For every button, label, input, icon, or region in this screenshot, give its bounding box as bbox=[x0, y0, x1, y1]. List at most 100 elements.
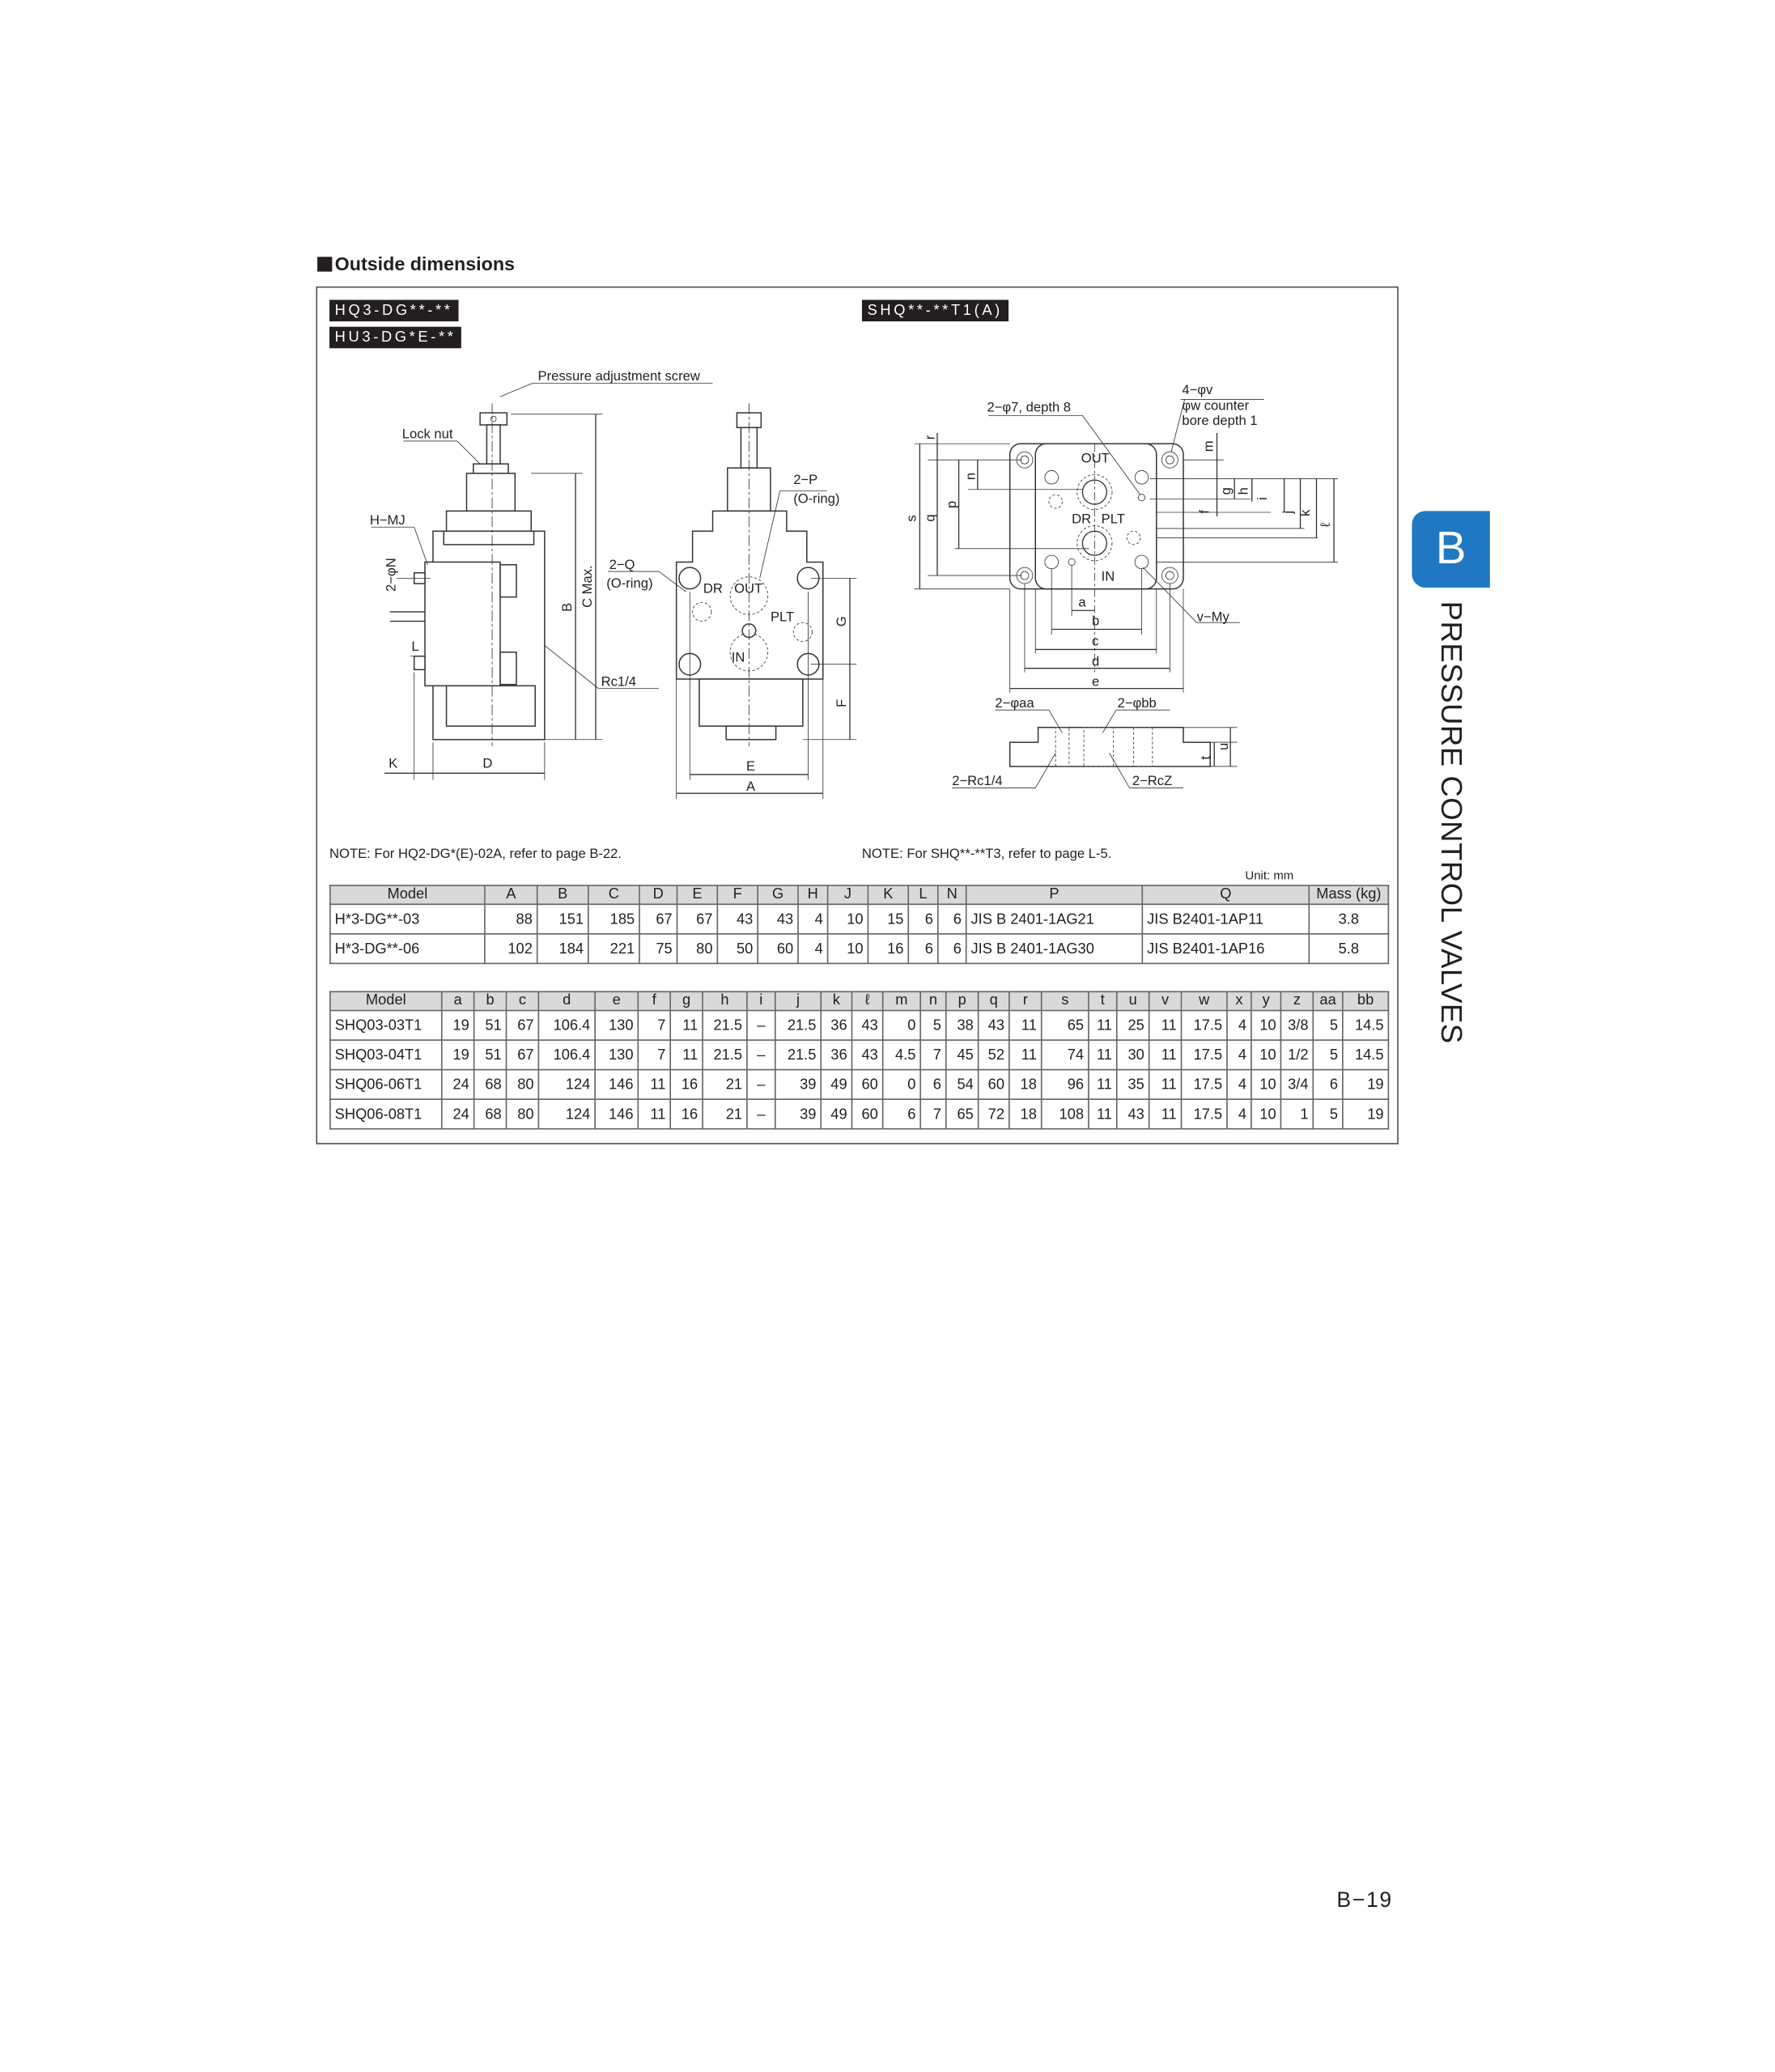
table-cell: 25 bbox=[1115, 1009, 1150, 1041]
label-j: j bbox=[1280, 511, 1296, 515]
table-cell: 21.5 bbox=[774, 1039, 822, 1071]
table-cell: 24 bbox=[440, 1098, 475, 1130]
table-cell: 4 bbox=[1226, 1098, 1252, 1130]
column-header: F bbox=[716, 885, 759, 906]
model-tag-hq3: HQ3-DG**-** bbox=[329, 299, 459, 322]
table-cell: 10 bbox=[1251, 1039, 1282, 1071]
column-header: w bbox=[1180, 991, 1228, 1012]
table-cell: 5 bbox=[919, 1009, 947, 1041]
table-cell: – bbox=[746, 1039, 776, 1071]
table-cell: 17.5 bbox=[1180, 1039, 1228, 1071]
table-cell: SHQ06-06T1 bbox=[329, 1068, 443, 1100]
table-cell: 184 bbox=[536, 932, 589, 965]
table-cell: 106.4 bbox=[537, 1039, 596, 1071]
table-cell: 60 bbox=[851, 1068, 884, 1100]
table-cell: 19 bbox=[1342, 1098, 1390, 1130]
column-header: bb bbox=[1342, 991, 1390, 1012]
table-cell: 43 bbox=[851, 1009, 884, 1041]
table-cell: 14.5 bbox=[1342, 1039, 1390, 1071]
table-cell: 11 bbox=[637, 1098, 672, 1130]
table-cell: 15 bbox=[867, 903, 910, 935]
table-cell: 19 bbox=[1342, 1068, 1390, 1100]
table-cell: 3/4 bbox=[1280, 1068, 1314, 1100]
label-a: a bbox=[1078, 594, 1086, 609]
table-cell: 88 bbox=[484, 903, 538, 935]
table-cell: 10 bbox=[1251, 1098, 1282, 1130]
table-cell: 16 bbox=[669, 1068, 703, 1100]
table-cell: 4 bbox=[797, 903, 829, 935]
label-hole7: 2−φ7, depth 8 bbox=[987, 399, 1071, 414]
table-cell: 221 bbox=[588, 932, 640, 965]
unit-label: Unit: mm bbox=[1245, 868, 1294, 882]
table-cell: 54 bbox=[945, 1068, 979, 1100]
table-cell: 6 bbox=[936, 932, 967, 965]
model-tag-hu3: HU3-DG*E-** bbox=[329, 326, 462, 349]
table-cell: SHQ03-04T1 bbox=[329, 1039, 443, 1071]
column-header: B bbox=[536, 885, 589, 906]
label-in: IN bbox=[1102, 569, 1115, 584]
table-cell: 51 bbox=[473, 1039, 507, 1071]
table-cell: 5 bbox=[1312, 1009, 1344, 1041]
table-cell: 36 bbox=[820, 1009, 853, 1041]
table-cell: 60 bbox=[851, 1098, 884, 1130]
column-header: x bbox=[1226, 991, 1252, 1012]
label-g: G bbox=[834, 616, 849, 626]
table-cell: H*3-DG**-03 bbox=[329, 903, 486, 935]
label-dr: DR bbox=[1072, 511, 1091, 526]
label-aa: 2−φaa bbox=[995, 695, 1034, 711]
column-header: L bbox=[907, 885, 939, 906]
label-g: g bbox=[1218, 487, 1234, 495]
table-cell: 11 bbox=[1088, 1068, 1118, 1100]
column-header: b bbox=[473, 991, 507, 1012]
table-cell: 124 bbox=[537, 1068, 596, 1100]
table-cell: 68 bbox=[473, 1068, 507, 1100]
column-header: H bbox=[797, 885, 829, 906]
column-header: a bbox=[440, 991, 475, 1012]
table-cell: 96 bbox=[1040, 1068, 1089, 1100]
table-cell: 11 bbox=[1148, 1098, 1183, 1130]
label-h-mj: H−MJ bbox=[370, 512, 406, 528]
table-cell: 11 bbox=[669, 1009, 703, 1041]
table-cell: 11 bbox=[1088, 1039, 1118, 1071]
table-cell: 11 bbox=[1088, 1098, 1118, 1130]
section-tab-b: B bbox=[1412, 511, 1490, 588]
table-cell: 7 bbox=[637, 1039, 672, 1071]
column-header: N bbox=[936, 885, 967, 906]
table-cell: 4 bbox=[1226, 1039, 1252, 1071]
table-cell: 43 bbox=[1115, 1098, 1150, 1130]
column-header: Mass (kg) bbox=[1308, 885, 1390, 906]
table-cell: 106.4 bbox=[537, 1009, 596, 1041]
column-header: v bbox=[1148, 991, 1183, 1012]
table-cell: 60 bbox=[757, 932, 799, 965]
note-right: NOTE: For SHQ**-**T3, refer to page L-5. bbox=[861, 847, 1112, 862]
table-cell: 7 bbox=[919, 1098, 947, 1130]
table-cell: 35 bbox=[1115, 1068, 1150, 1100]
column-header: P bbox=[965, 885, 1144, 906]
table-cell: 43 bbox=[757, 903, 799, 935]
table-cell: 1/2 bbox=[1280, 1039, 1314, 1071]
table-cell: 19 bbox=[440, 1009, 475, 1041]
table-cell: – bbox=[746, 1009, 776, 1041]
table-cell: 49 bbox=[820, 1098, 853, 1130]
label-out: OUT bbox=[1081, 451, 1110, 466]
table-cell: 102 bbox=[484, 932, 538, 965]
label-h: h bbox=[1236, 487, 1251, 495]
column-header: Q bbox=[1141, 885, 1310, 906]
column-header: Model bbox=[329, 991, 443, 1012]
table-cell: 6 bbox=[907, 932, 939, 965]
table-cell: 36 bbox=[820, 1039, 853, 1071]
label-p: p bbox=[944, 501, 959, 508]
table-cell: 11 bbox=[1009, 1039, 1042, 1071]
table-cell: 30 bbox=[1115, 1039, 1150, 1071]
table-cell: 10 bbox=[1251, 1068, 1282, 1100]
table-cell: 4 bbox=[797, 932, 829, 965]
label-l: L bbox=[411, 639, 418, 654]
table-cell: 45 bbox=[945, 1039, 979, 1071]
table-cell: 11 bbox=[1148, 1039, 1183, 1071]
label-r: r bbox=[923, 435, 938, 439]
table-cell: 124 bbox=[537, 1098, 596, 1130]
label-b: b bbox=[1092, 614, 1099, 629]
